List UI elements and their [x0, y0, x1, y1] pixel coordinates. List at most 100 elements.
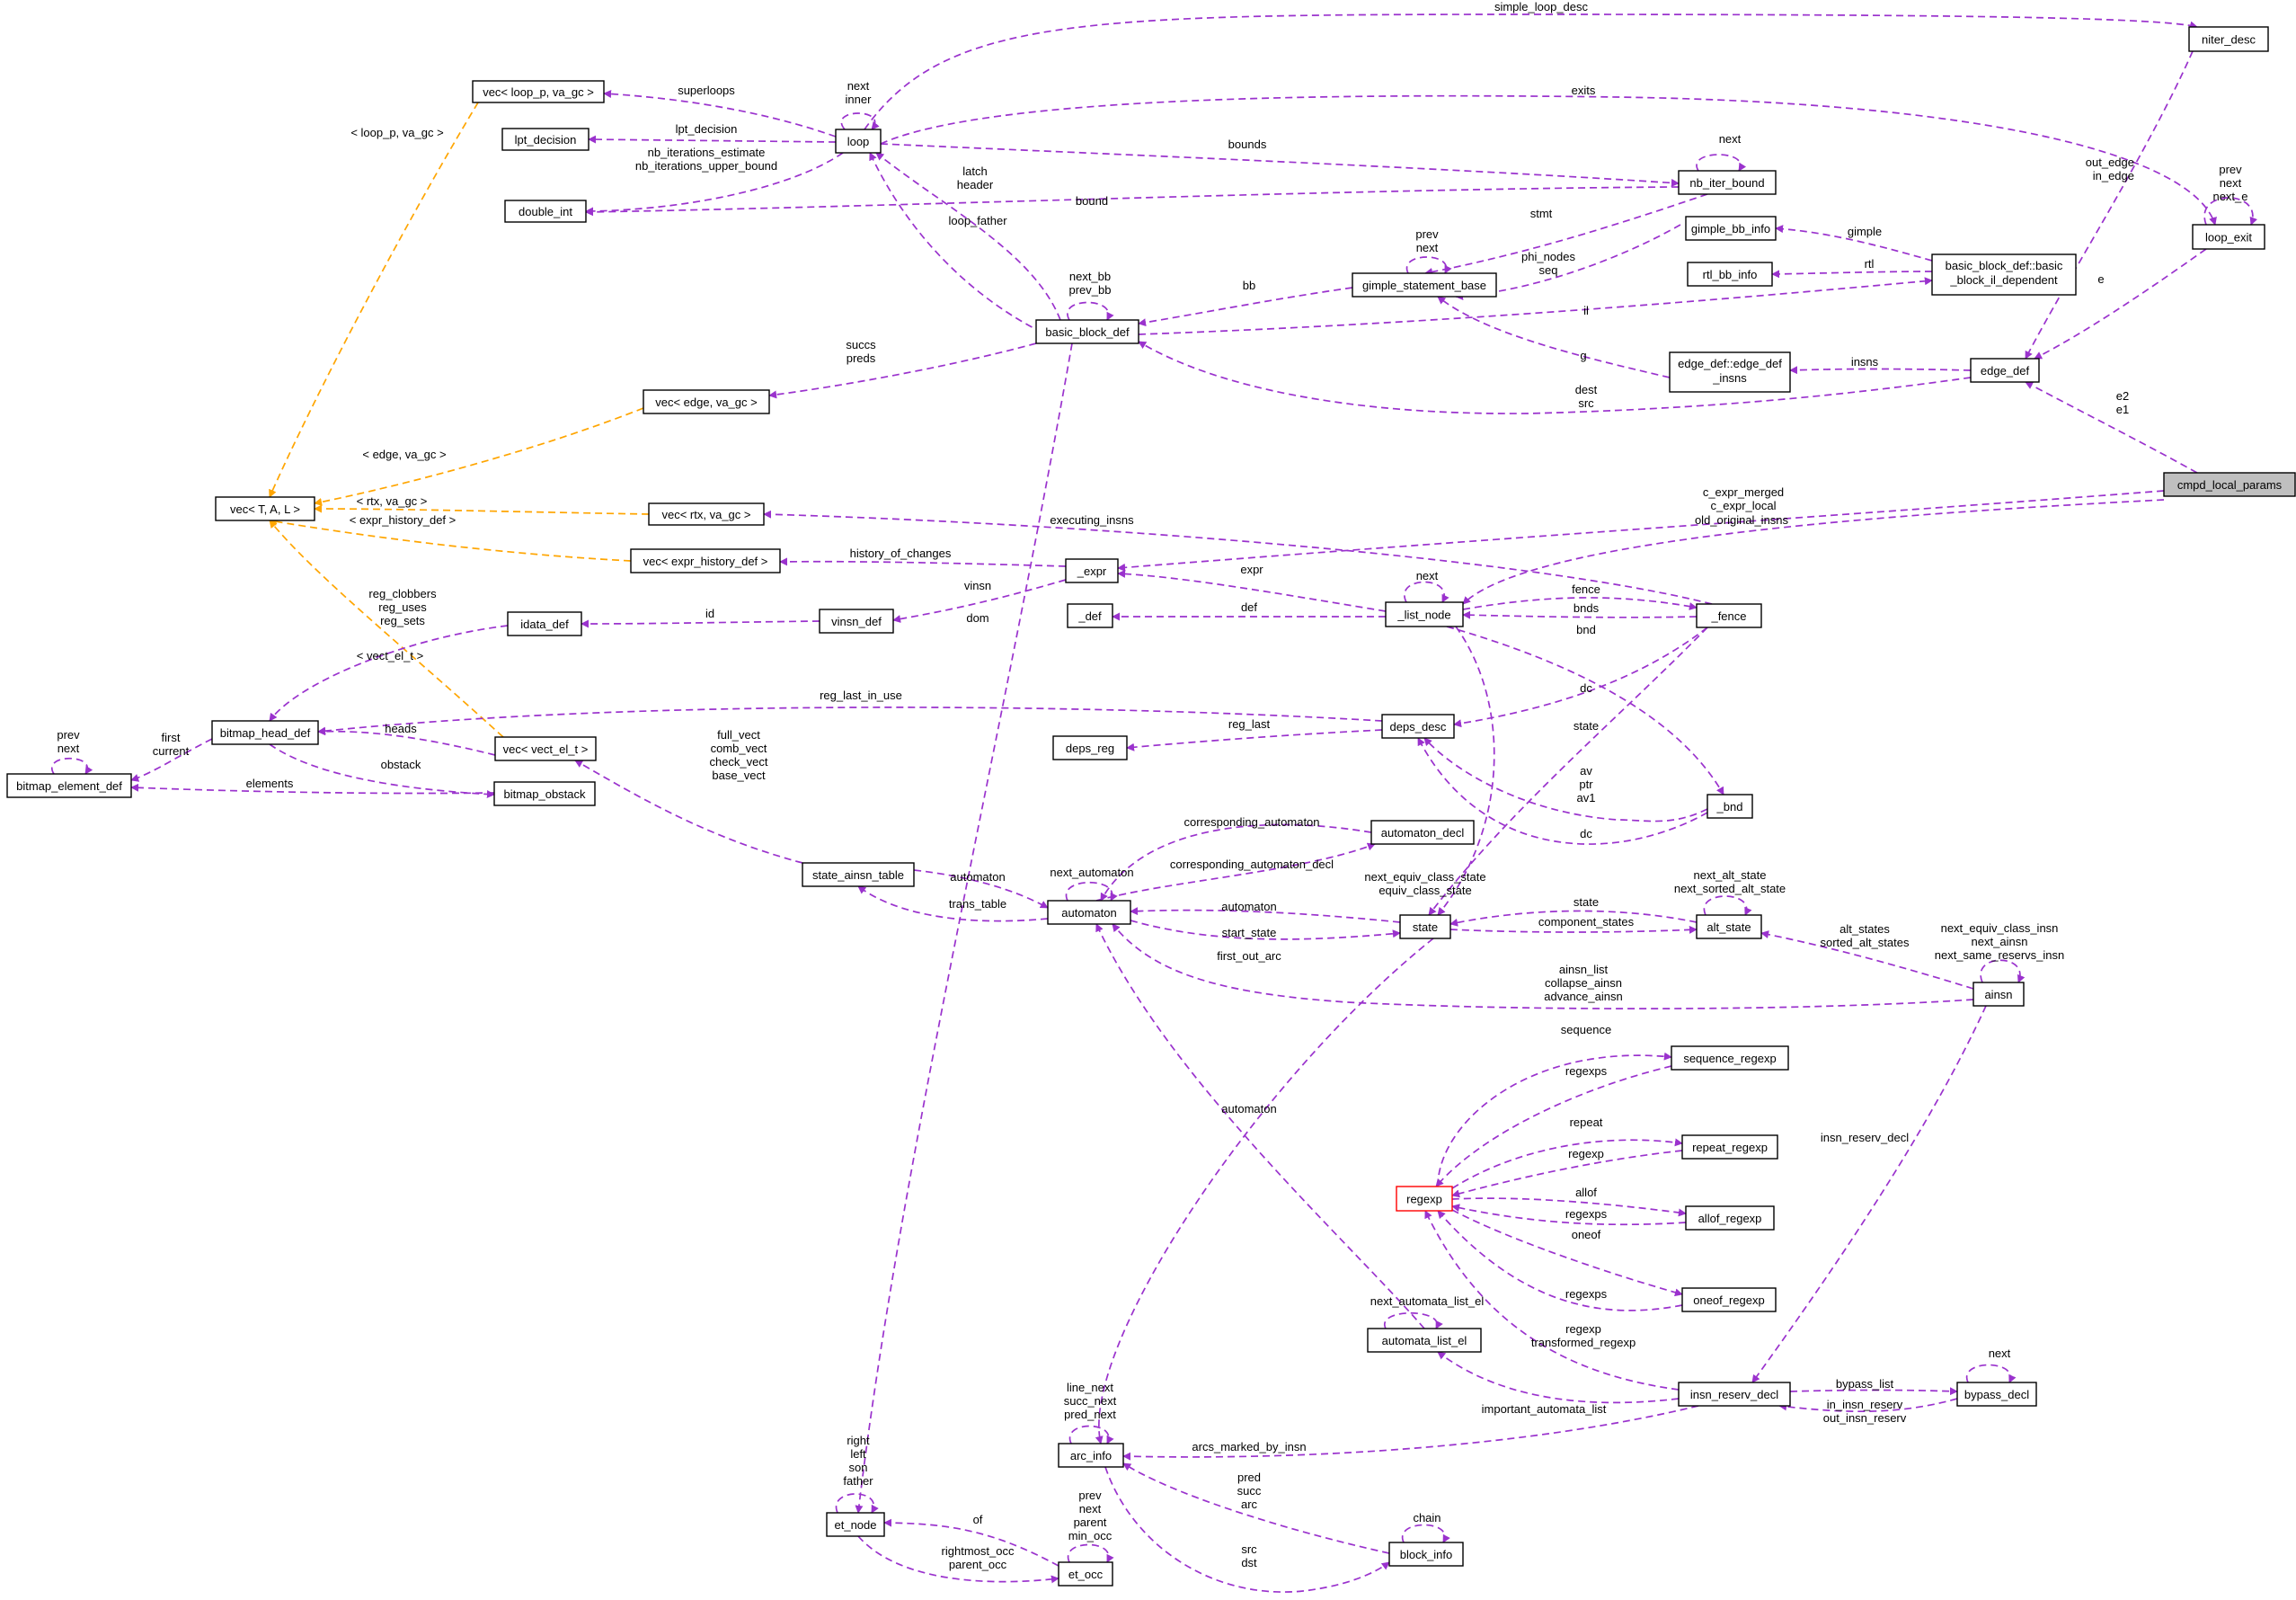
node-bitmap-obstack[interactable]: bitmap_obstack	[493, 781, 596, 806]
node-rtl-bb-info[interactable]: rtl_bb_info	[1687, 262, 1773, 287]
edge-label-il: il	[1583, 304, 1589, 317]
node-arc-info[interactable]: arc_info	[1058, 1443, 1124, 1468]
edge-regexps_seq	[1435, 1065, 1672, 1187]
node-ainsn[interactable]: ainsn	[1972, 982, 2025, 1007]
node-et-node[interactable]: et_node	[826, 1512, 885, 1537]
node--bnd[interactable]: _bnd	[1706, 794, 1753, 819]
edge-il	[1138, 277, 1933, 335]
node-bypass-decl[interactable]: bypass_decl	[1956, 1382, 2037, 1407]
edge-gimple	[1775, 225, 1933, 262]
edge-regexp_rep	[1451, 1150, 1683, 1198]
node-deps-reg[interactable]: deps_reg	[1052, 735, 1128, 760]
node-block-info[interactable]: block_info	[1388, 1542, 1464, 1567]
edge-label-bypass_next: next	[1989, 1347, 2011, 1360]
node-loop-exit[interactable]: loop_exit	[2192, 224, 2265, 250]
node-basic-block-def[interactable]: basic_block_def	[1035, 319, 1139, 344]
node-vinsn-def[interactable]: vinsn_def	[819, 609, 894, 634]
node-vec-expr-history[interactable]: vec< expr_history_def >	[630, 548, 781, 573]
node-insn-reserv-decl[interactable]: insn_reserv_decl	[1678, 1382, 1791, 1407]
edge-alt_state_next	[1703, 895, 1752, 916]
node--def[interactable]: _def	[1067, 603, 1113, 628]
node-vec-vect-el[interactable]: vec< vect_el_t >	[494, 736, 597, 761]
nodes-layer: niter_desc loop_exit vec< loop_p, va_gc > l…	[6, 26, 2296, 1587]
edge-et_occ_links	[1067, 1543, 1114, 1563]
edge-label-dc_fence: dc	[1580, 681, 1592, 695]
node--fence[interactable]: _fence	[1696, 603, 1762, 628]
node-deps-desc[interactable]: deps_desc	[1381, 714, 1455, 739]
node--list-node[interactable]: _list_node	[1385, 601, 1464, 627]
node-state[interactable]: state	[1399, 914, 1451, 939]
node-allof-regexp[interactable]: allof_regexp	[1685, 1205, 1775, 1231]
node-bitmap-head-def[interactable]: bitmap_head_def	[211, 720, 319, 745]
node-gimple-bb-info[interactable]: gimple_bb_info	[1685, 216, 1777, 241]
edge-allof	[1451, 1197, 1687, 1217]
edge-next_bb_prev_bb	[1067, 301, 1114, 321]
edge-label-important_automata_list: important_automata_list	[1482, 1402, 1607, 1416]
node-et-occ[interactable]: et_occ	[1058, 1561, 1113, 1587]
edge-label-nb_next: next	[1719, 132, 1742, 146]
node-edge-def[interactable]: edge_def	[1970, 358, 2040, 383]
node-bbd-il[interactable]: basic_block_def::basic_block_il_dependen…	[1931, 253, 2077, 296]
edge-ln_next	[1404, 581, 1449, 603]
edge-label-insns: insns	[1851, 355, 1879, 369]
edge-label-rtl: rtl	[1865, 257, 1875, 271]
node-vec-loop-p[interactable]: vec< loop_p, va_gc >	[472, 80, 605, 103]
node-gimple-statement-base[interactable]: gimple_statement_base	[1352, 272, 1497, 298]
edge-trans_table	[857, 885, 1049, 922]
node-alt-state[interactable]: alt_state	[1696, 914, 1762, 939]
node-automata-list-el[interactable]: automata_list_el	[1367, 1328, 1482, 1353]
node-repeat-regexp[interactable]: repeat_regexp	[1681, 1134, 1778, 1160]
node-vec-TAL[interactable]: vec< T, A, L >	[215, 496, 315, 521]
edge-label-regexps_allof: regexps	[1565, 1207, 1608, 1221]
node-sequence-regexp[interactable]: sequence_regexp	[1671, 1045, 1789, 1071]
svg-text:bypass_decl: bypass_decl	[1964, 1388, 2029, 1401]
node-bitmap-element-def[interactable]: bitmap_element_def	[6, 773, 132, 798]
node-oneof-regexp[interactable]: oneof_regexp	[1681, 1287, 1777, 1312]
node-state-ainsn-table[interactable]: state_ainsn_table	[802, 862, 915, 887]
node-double-int[interactable]: double_int	[504, 200, 587, 223]
node-vec-rtx[interactable]: vec< rtx, va_gc >	[648, 502, 765, 526]
node-lpt-decision[interactable]: lpt_decision	[501, 128, 590, 151]
template-edge-t_vect_el	[269, 520, 504, 738]
node-vec-edge[interactable]: vec< edge, va_gc >	[643, 389, 770, 414]
edge-dom	[855, 342, 1073, 1514]
edge-reg_last	[1126, 729, 1383, 751]
edge-label-allof: allof	[1575, 1186, 1597, 1199]
svg-text:double_int: double_int	[519, 205, 572, 218]
node--expr[interactable]: _expr	[1065, 558, 1119, 583]
edge-label-of: of	[973, 1513, 983, 1526]
edge-bypass_list	[1789, 1387, 1958, 1396]
edge-repeat	[1451, 1138, 1683, 1189]
node-cmpd-local-params[interactable]: cmpd_local_params	[2163, 472, 2296, 497]
svg-text:block_info: block_info	[1400, 1548, 1453, 1561]
edge-regexp_transformed	[1424, 1210, 1680, 1391]
edge-automaton_ale	[1095, 923, 1425, 1329]
svg-text:basic_block_def: basic_block_def	[1045, 325, 1130, 339]
edge-label-ln_next: next	[1416, 569, 1439, 582]
node-edge-def-insns[interactable]: edge_def::edge_def_insns	[1669, 351, 1791, 393]
edge-label-lpt_decision_lbl: lpt_decision	[676, 122, 738, 136]
node-loop[interactable]: loop	[835, 129, 882, 154]
node-automaton-decl[interactable]: automaton_decl	[1370, 820, 1475, 845]
node-idata-def[interactable]: idata_def	[507, 611, 582, 636]
svg-text:vec< rtx, va_gc >: vec< rtx, va_gc >	[662, 508, 751, 521]
svg-text:regexp: regexp	[1406, 1193, 1442, 1206]
svg-text:basic_block_def::basic_block_i: basic_block_def::basic_block_il_dependen…	[1946, 259, 2063, 287]
edge-ainsn_list	[1112, 923, 1974, 1010]
node-nb-iter-bound[interactable]: nb_iter_bound	[1678, 170, 1777, 195]
edge-label-regexp_rep: regexp	[1568, 1147, 1604, 1160]
node-niter-desc[interactable]: niter_desc	[2188, 26, 2269, 52]
edge-label-stmt: stmt	[1530, 207, 1553, 220]
node-regexp[interactable]: regexp	[1396, 1186, 1453, 1212]
node-automaton[interactable]: automaton	[1047, 900, 1131, 925]
